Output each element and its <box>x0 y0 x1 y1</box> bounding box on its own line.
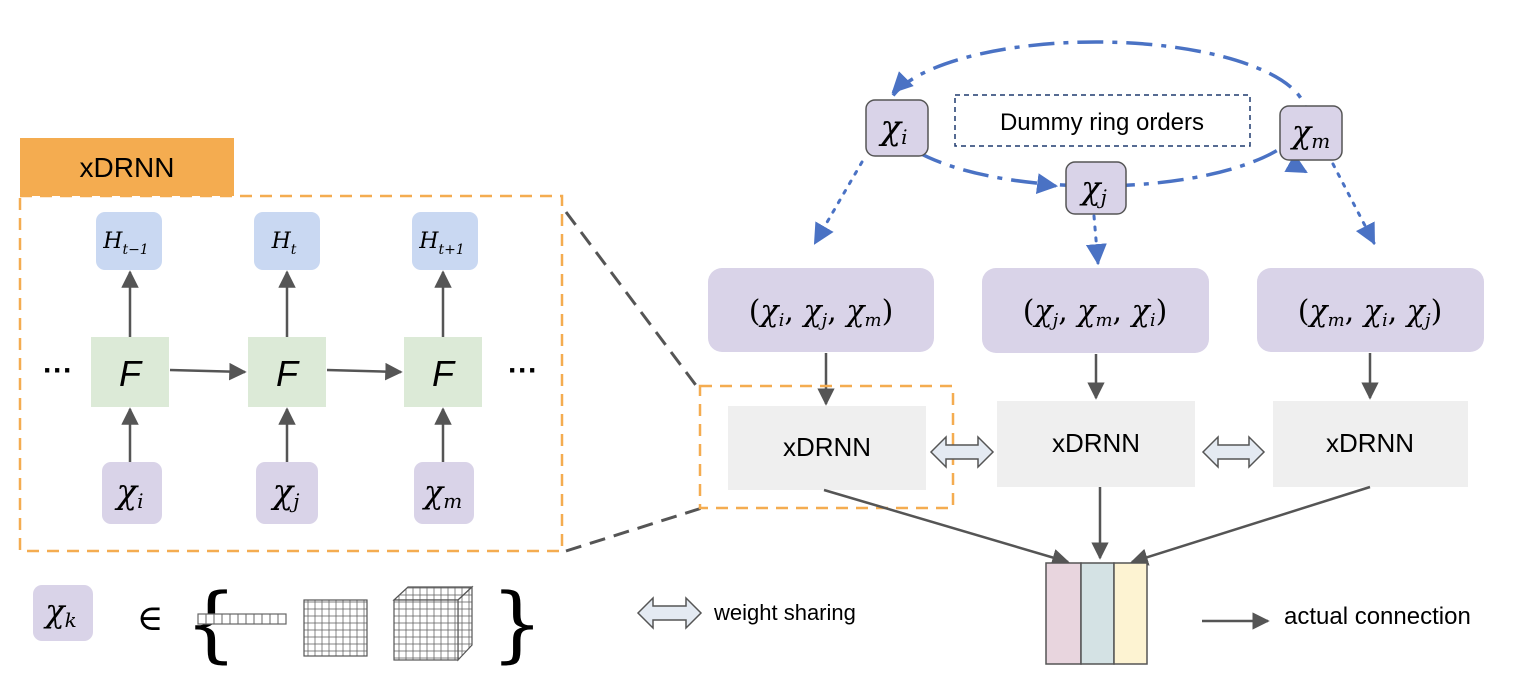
output-concat-block <box>1045 562 1148 665</box>
svg-text:F: F <box>432 353 456 394</box>
ellipsis-left: ··· <box>43 354 73 387</box>
svg-text:Ht−1: Ht−1 <box>102 229 148 258</box>
svg-text:(χi, χj, χm): (χi, χj, χm) <box>749 294 894 331</box>
chi-k-symbol: χk <box>33 585 93 641</box>
close-brace: } <box>491 577 543 672</box>
input-chi-m: χm <box>414 462 474 524</box>
xdrnn-panel: xDRNN Ht−1 Ht Ht+1 F F <box>18 138 564 553</box>
output-segment-1 <box>1045 562 1082 665</box>
ring-node-chi-i: χi <box>865 99 929 157</box>
panel-dashed-frame <box>18 194 564 553</box>
panel-title: xDRNN <box>80 152 175 183</box>
panel-title-bar <box>20 138 234 196</box>
svg-text:(χm, χi, χj): (χm, χi, χj) <box>1298 294 1443 331</box>
svg-text:χm: χm <box>1290 113 1330 153</box>
ring-label-box <box>954 94 1251 147</box>
cell-f-1: F <box>91 337 169 407</box>
model-to-output-arrows <box>823 485 1371 566</box>
zoom-highlight-frame <box>698 384 955 510</box>
order-box-3: (χm, χi, χj) <box>1257 268 1484 352</box>
output-h-next: Ht+1 <box>412 212 478 270</box>
ring-node-chi-m: χm <box>1279 105 1343 161</box>
data-type-legend: χk ∈ { } <box>33 577 543 672</box>
vector-shape <box>197 613 287 625</box>
svg-text:F: F <box>276 353 300 394</box>
actual-connection-label: actual connection <box>1284 603 1471 630</box>
output-segment-2 <box>1080 562 1115 665</box>
matrix-shape <box>303 599 368 657</box>
tensor-shape <box>392 585 474 662</box>
weight-sharing-arrow-1 <box>929 435 995 469</box>
svg-text:χm: χm <box>422 473 462 513</box>
model-box-2: xDRNN <box>997 401 1195 487</box>
cell-f-2: F <box>248 337 326 407</box>
svg-text:xDRNN: xDRNN <box>783 432 871 462</box>
svg-text:χk: χk <box>43 592 77 632</box>
input-chi-j: χj <box>256 462 318 524</box>
ellipsis-right: ··· <box>508 354 538 387</box>
ring-to-order-arrows <box>813 160 1376 266</box>
element-of-symbol: ∈ <box>137 598 164 639</box>
model-box-1: xDRNN <box>728 406 926 490</box>
weight-sharing-legend-icon <box>636 596 703 630</box>
order-box-2: (χj, χm, χi) <box>982 268 1209 353</box>
svg-text:χi: χi <box>114 472 143 513</box>
input-chi-i: χi <box>102 462 162 524</box>
weight-sharing-arrow-2 <box>1201 435 1266 469</box>
legend: weight sharing actual connection <box>636 596 1471 630</box>
svg-text:χj: χj <box>1079 169 1107 209</box>
svg-text:Ht: Ht <box>271 229 297 258</box>
svg-text:(χj, χm, χi): (χj, χm, χi) <box>1023 294 1168 331</box>
model-box-3: xDRNN <box>1273 401 1468 487</box>
output-h-current: Ht <box>254 212 320 270</box>
ring-node-chi-j: χj <box>1065 161 1127 215</box>
output-h-prev: Ht−1 <box>96 212 162 270</box>
zoom-connectors <box>564 211 703 553</box>
ring-section: Dummy ring orders χi χj χm <box>813 40 1376 266</box>
order-box-1: (χi, χj, χm) <box>708 268 934 352</box>
svg-text:χi: χi <box>878 108 907 149</box>
svg-text:xDRNN: xDRNN <box>1052 428 1140 458</box>
svg-text:Ht+1: Ht+1 <box>418 229 464 258</box>
order-to-model-arrows <box>817 353 1379 406</box>
svg-text:xDRNN: xDRNN <box>1326 428 1414 458</box>
ring-label: Dummy ring orders <box>1000 109 1204 136</box>
cell-f-3: F <box>404 337 482 407</box>
panel-arrows <box>121 270 452 462</box>
weight-sharing-label: weight sharing <box>713 600 856 625</box>
output-segment-3 <box>1113 562 1148 665</box>
weight-sharing-arrows <box>929 435 1266 469</box>
svg-text:χj: χj <box>271 472 300 513</box>
svg-text:F: F <box>119 353 143 394</box>
